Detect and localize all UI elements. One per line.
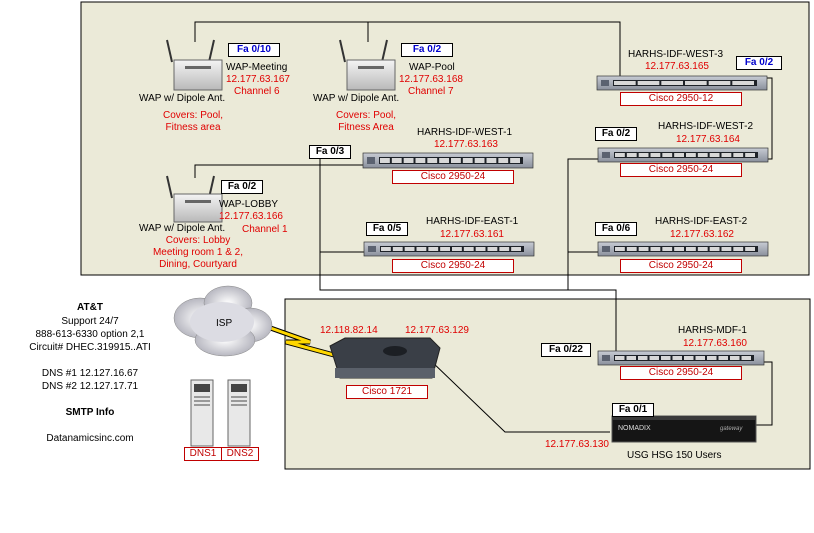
wap-lobby-label: WAP w/ Dipole Ant. bbox=[139, 223, 226, 234]
dns-server-icons bbox=[190, 379, 251, 447]
usg-gateway-icon bbox=[611, 415, 757, 443]
dns1-label: DNS1 bbox=[184, 447, 222, 461]
links bbox=[194, 21, 773, 433]
usg-ip: 12.177.63.130 bbox=[545, 439, 609, 450]
dns2-label: DNS2 bbox=[221, 447, 259, 461]
wap-meeting-name: WAP-Meeting bbox=[226, 62, 288, 73]
west2-model: Cisco 2950-24 bbox=[620, 163, 742, 177]
wap-pool-covers-1: Covers: Pool, bbox=[335, 110, 397, 121]
att-phone: 888-613-6330 option 2,1 bbox=[35, 329, 145, 340]
east1-port: Fa 0/5 bbox=[366, 222, 408, 236]
west2-ip: 12.177.63.164 bbox=[676, 134, 740, 145]
wap-pool-port: Fa 0/2 bbox=[401, 43, 453, 57]
east1-ip: 12.177.63.161 bbox=[440, 229, 504, 240]
east1-switch-icon bbox=[363, 241, 535, 257]
west2-port: Fa 0/2 bbox=[595, 127, 637, 141]
isp-label: ISP bbox=[216, 318, 233, 329]
east2-model: Cisco 2950-24 bbox=[620, 259, 742, 273]
west2-switch-icon bbox=[597, 147, 769, 163]
link-mdf-usg bbox=[756, 361, 773, 426]
mdf1-port: Fa 0/22 bbox=[541, 343, 591, 357]
router-wan-ip: 12.118.82.14 bbox=[320, 325, 378, 336]
wap-pool-name: WAP-Pool bbox=[409, 62, 455, 73]
wap-lobby-covers-1: Covers: Lobby bbox=[165, 235, 231, 246]
wap-meeting-label: WAP w/ Dipole Ant. bbox=[139, 93, 226, 104]
link-wap-lobby bbox=[194, 164, 364, 178]
wap-meeting-covers-2: Fitness area bbox=[165, 122, 221, 133]
usg-label: USG HSG 150 Users bbox=[627, 450, 722, 461]
wap-meeting-port: Fa 0/10 bbox=[228, 43, 280, 57]
wap-lobby-channel: Channel 1 bbox=[242, 224, 288, 235]
wap-meeting-ip: 12.177.63.167 bbox=[226, 74, 290, 85]
mdf1-switch-icon bbox=[597, 350, 765, 366]
west3-model: Cisco 2950-12 bbox=[620, 92, 742, 106]
wap-lobby-port: Fa 0/2 bbox=[221, 180, 263, 194]
att-domain: Datanamicsinc.com bbox=[46, 433, 134, 444]
link-west3-west2 bbox=[766, 77, 773, 160]
wap-lobby-covers-2: Meeting room 1 & 2, bbox=[152, 247, 244, 258]
att-circuit: Circuit# DHEC.319915..ATI bbox=[29, 342, 151, 353]
east2-port: Fa 0/6 bbox=[595, 222, 637, 236]
wan-link bbox=[261, 323, 335, 357]
west3-switch-icon bbox=[596, 75, 768, 91]
east1-name: HARHS-IDF-EAST-1 bbox=[426, 216, 519, 227]
att-support: Support 24/7 bbox=[61, 316, 119, 327]
west1-model: Cisco 2950-24 bbox=[392, 170, 514, 184]
west1-port: Fa 0/3 bbox=[309, 145, 351, 159]
mdf1-model: Cisco 2950-24 bbox=[620, 366, 742, 380]
link-west1-mdf bbox=[319, 156, 617, 351]
att-smtp: SMTP Info bbox=[65, 407, 115, 418]
router-lan-ip: 12.177.63.129 bbox=[405, 325, 469, 336]
link-west2-down bbox=[567, 158, 598, 290]
router-icon bbox=[329, 337, 441, 379]
link-wap-meeting bbox=[194, 21, 621, 78]
east2-name: HARHS-IDF-EAST-2 bbox=[655, 216, 748, 227]
west1-switch-icon bbox=[362, 152, 534, 169]
wap-lobby-name: WAP-LOBBY bbox=[219, 199, 279, 210]
att-dns2: DNS #2 12.127.17.71 bbox=[41, 381, 139, 392]
wap-pool-covers-2: Fitness Area bbox=[338, 122, 394, 133]
switch-icons bbox=[362, 75, 769, 366]
wap-meeting-covers-1: Covers: Pool, bbox=[162, 110, 224, 121]
usg-brand: NOMADIX bbox=[618, 425, 651, 432]
wap-lobby-covers-3: Dining, Courtyard bbox=[159, 259, 237, 270]
wap-meeting-channel: Channel 6 bbox=[234, 86, 280, 97]
wap-lobby-icon bbox=[166, 175, 223, 223]
wap-pool-channel: Channel 7 bbox=[408, 86, 454, 97]
mdf1-ip: 12.177.63.160 bbox=[683, 338, 747, 349]
router-model: Cisco 1721 bbox=[346, 385, 428, 399]
west3-name: HARHS-IDF-WEST-3 bbox=[628, 49, 723, 60]
east2-switch-icon bbox=[597, 241, 769, 257]
wap-pool-label: WAP w/ Dipole Ant. bbox=[313, 93, 400, 104]
west2-name: HARHS-IDF-WEST-2 bbox=[658, 121, 753, 132]
att-dns1: DNS #1 12.127.16.67 bbox=[41, 368, 139, 379]
usg-port: Fa 0/1 bbox=[612, 403, 654, 417]
west1-ip: 12.177.63.163 bbox=[434, 139, 498, 150]
wap-pool-icon bbox=[339, 39, 396, 91]
east2-ip: 12.177.63.162 bbox=[670, 229, 734, 240]
west3-ip: 12.177.63.165 bbox=[645, 61, 709, 72]
att-title: AT&T bbox=[77, 302, 103, 313]
usg-brand-sub: gateway bbox=[720, 426, 743, 432]
west3-port: Fa 0/2 bbox=[736, 56, 782, 70]
mdf1-name: HARHS-MDF-1 bbox=[678, 325, 747, 336]
wap-pool-ip: 12.177.63.168 bbox=[399, 74, 463, 85]
wap-lobby-ip: 12.177.63.166 bbox=[219, 211, 283, 222]
west1-name: HARHS-IDF-WEST-1 bbox=[417, 127, 512, 138]
link-router-usg bbox=[429, 359, 610, 433]
isp-cloud bbox=[173, 285, 273, 357]
wap-meeting-icon bbox=[166, 39, 223, 91]
east1-model: Cisco 2950-24 bbox=[392, 259, 514, 273]
